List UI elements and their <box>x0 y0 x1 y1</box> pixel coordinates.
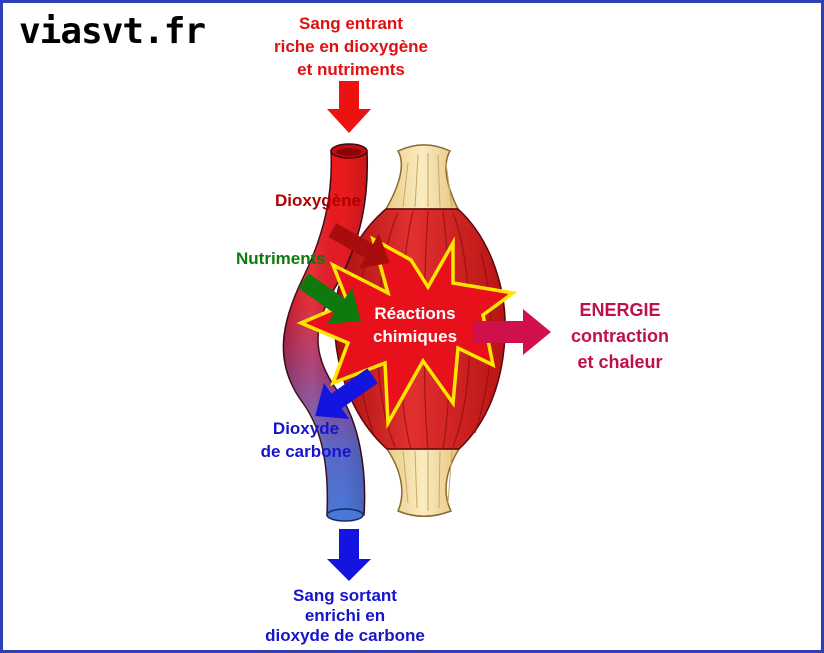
energy-arrow <box>473 309 551 355</box>
co2-arrow <box>315 368 378 420</box>
site-logo: viasvt.fr <box>19 11 206 52</box>
outgoing-blood-label: Sang sortant enrichi en dioxyde de carbo… <box>265 586 425 645</box>
oxygen-arrow <box>328 223 390 269</box>
tendon-top <box>384 144 460 210</box>
muscle-diagram <box>282 81 551 581</box>
co2-label: Dioxyde de carbone <box>260 419 352 461</box>
outgoing-blood-arrow <box>327 529 371 581</box>
reactions-star <box>296 235 518 430</box>
incoming-blood-label: Sang entrant riche en dioxygène et nutri… <box>274 14 428 79</box>
nutrients-arrow <box>298 273 361 325</box>
nutrients-label: Nutriments <box>236 249 326 268</box>
reactions-label: Réactions chimiques <box>372 304 458 346</box>
energy-label: ENERGIE contraction et chaleur <box>570 300 669 372</box>
tendon-bottom <box>385 448 461 517</box>
oxygen-label: Dioxygène <box>275 191 361 210</box>
incoming-blood-arrow <box>327 81 371 133</box>
